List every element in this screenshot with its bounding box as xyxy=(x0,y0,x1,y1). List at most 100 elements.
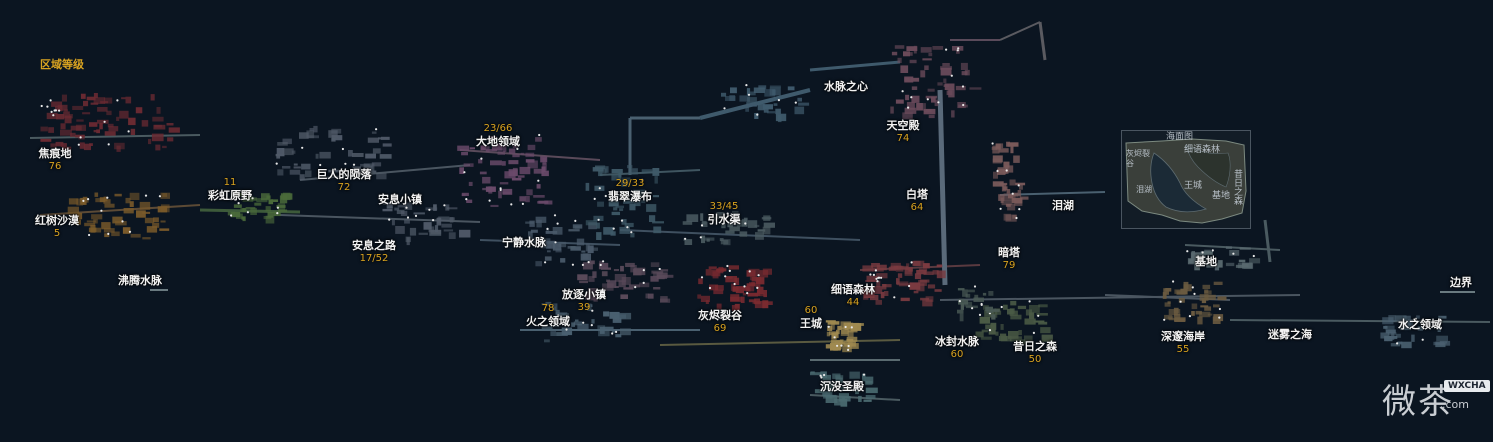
map-room xyxy=(1416,315,1420,319)
map-room xyxy=(82,198,87,205)
map-room xyxy=(1213,281,1223,285)
map-room xyxy=(831,342,836,349)
map-room xyxy=(888,266,896,271)
map-room xyxy=(948,89,955,98)
region-label-huijin[interactable]: 灰烬裂谷 69 xyxy=(698,309,742,335)
map-room xyxy=(64,109,68,112)
region-label-jiaohen[interactable]: 焦痕地 76 xyxy=(39,147,72,173)
region-label-hongshu[interactable]: 红树沙漠 5 xyxy=(35,214,79,240)
map-room xyxy=(579,280,588,284)
map-room xyxy=(630,232,635,238)
map-room xyxy=(831,322,835,330)
map-point-marker xyxy=(723,107,726,110)
map-room xyxy=(895,99,904,104)
map-point-marker xyxy=(557,314,560,317)
map-room xyxy=(1162,292,1167,299)
map-room xyxy=(404,219,410,224)
region-label-jidi[interactable]: 基地 xyxy=(1195,255,1217,268)
map-room xyxy=(763,301,773,305)
map-room xyxy=(731,305,736,311)
map-room xyxy=(633,189,646,196)
map-room xyxy=(1013,155,1020,163)
map-room xyxy=(967,289,975,293)
map-room xyxy=(482,176,491,184)
map-room xyxy=(639,282,650,288)
region-label-yinshui[interactable]: 33/45 引水渠 xyxy=(708,200,741,226)
map-room xyxy=(847,322,860,326)
map-point-marker xyxy=(1414,317,1417,320)
map-point-marker xyxy=(908,284,911,288)
region-label-miwu[interactable]: 迷雾之海 xyxy=(1268,328,1312,341)
map-room xyxy=(627,165,633,169)
map-room xyxy=(490,160,502,166)
region-label-tiankong[interactable]: 天空殿 74 xyxy=(887,119,920,145)
region-label-shuimai[interactable]: 水脉之心 xyxy=(824,80,868,93)
map-room xyxy=(937,82,943,86)
region-label-caihong[interactable]: 11 彩虹原野 xyxy=(208,176,252,202)
map-room xyxy=(739,95,750,102)
map-room xyxy=(282,148,294,156)
map-room xyxy=(1029,305,1040,313)
map-room xyxy=(835,375,844,383)
region-label-bianjie[interactable]: 边界 xyxy=(1450,276,1472,289)
map-room xyxy=(729,220,740,226)
region-label-wangcheng[interactable]: 60 王城 xyxy=(800,304,822,330)
region-label-fangzhu[interactable]: 放逐小镇 39 xyxy=(562,288,606,314)
map-room xyxy=(762,104,773,110)
region-label-juren[interactable]: 巨人的陨落 72 xyxy=(317,168,372,194)
region-label-anxi-road[interactable]: 安息之路 17/52 xyxy=(352,239,396,265)
map-point-marker xyxy=(565,328,568,331)
map-point-marker xyxy=(82,199,85,202)
map-point-marker xyxy=(100,209,103,212)
map-point-marker xyxy=(581,263,585,266)
map-room xyxy=(660,298,671,303)
map-room xyxy=(241,216,245,220)
region-label-chenmo[interactable]: 沉没圣殿 xyxy=(820,380,864,393)
inset-label-wangcheng: 王城 xyxy=(1184,181,1203,191)
map-corridor xyxy=(1263,219,1272,263)
region-level: 64 xyxy=(910,202,924,213)
map-room xyxy=(167,137,174,142)
map-room xyxy=(823,391,833,399)
map-room xyxy=(1000,333,1007,336)
region-label-anta[interactable]: 暗塔 79 xyxy=(998,246,1020,272)
map-point-marker xyxy=(850,388,854,392)
map-room xyxy=(1417,326,1423,331)
map-point-marker xyxy=(728,269,731,272)
region-label-dadi[interactable]: 23/66 大地领域 xyxy=(476,122,520,148)
map-room xyxy=(83,143,91,151)
map-point-marker xyxy=(1179,300,1182,303)
map-room xyxy=(90,225,96,233)
region-label-baita[interactable]: 白塔 64 xyxy=(906,188,928,214)
map-room xyxy=(981,329,988,333)
region-label-leihu[interactable]: 泪湖 xyxy=(1052,199,1074,212)
map-room xyxy=(68,198,78,205)
map-room xyxy=(986,309,994,313)
region-label-bingfeng[interactable]: 冰封水脉 60 xyxy=(935,335,979,361)
map-room xyxy=(826,331,830,337)
map-room xyxy=(504,171,516,179)
map-room xyxy=(101,222,111,230)
map-room xyxy=(360,163,370,167)
region-label-feicui[interactable]: 29/33 翡翠瀑布 xyxy=(608,177,652,203)
map-room xyxy=(536,184,541,189)
region-label-xiyu[interactable]: 细语森林 44 xyxy=(831,283,875,309)
region-label-ningjing[interactable]: 宁静水脉 xyxy=(502,236,546,249)
sea-surface-inset-map[interactable]: 海面图 灰烬裂谷 细语森林 昔日之森 泪湖 王城 基地 xyxy=(1121,130,1251,229)
region-label-huozhi[interactable]: 78 火之领域 xyxy=(526,302,570,328)
map-room xyxy=(731,217,739,221)
region-name: 基地 xyxy=(1195,255,1217,268)
map-room xyxy=(434,225,439,233)
map-room xyxy=(1197,316,1203,325)
map-room xyxy=(79,142,85,149)
region-label-anxi-town[interactable]: 安息小镇 xyxy=(378,193,422,206)
map-room xyxy=(111,231,120,237)
region-label-shensui[interactable]: 深邃海岸 55 xyxy=(1161,330,1205,356)
region-label-shuizhi[interactable]: 水之领域 xyxy=(1398,318,1442,331)
region-label-feiteng[interactable]: 沸腾水脉 xyxy=(118,274,162,287)
map-room xyxy=(91,214,103,220)
region-level: 39 xyxy=(577,302,591,313)
map-room xyxy=(713,289,724,295)
region-label-xiri[interactable]: 昔日之森 50 xyxy=(1013,340,1057,366)
map-room xyxy=(406,237,410,246)
